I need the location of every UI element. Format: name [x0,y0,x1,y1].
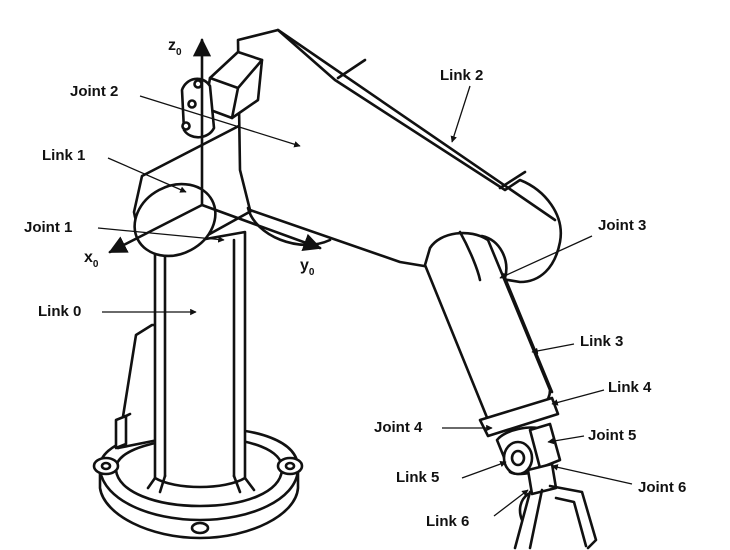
label-link-6: Link 6 [426,513,469,530]
link-2-arm [180,28,563,284]
label-joint-4: Joint 4 [374,419,423,436]
joint-5-leader [547,435,585,445]
x0-label: x0 [84,249,99,270]
label-joint-5: Joint 5 [588,427,636,444]
z0-label: z0 [168,37,182,58]
label-joint-6: Joint 6 [638,479,686,496]
wrist-assembly [495,422,562,476]
y0-axis [200,203,322,251]
link-6-leader [493,489,529,517]
label-link-1: Link 1 [42,147,85,164]
gripper [513,462,598,550]
x0-axis [108,203,204,254]
link-5-leader [461,460,507,479]
joint-2-leader [139,95,301,148]
label-joint-3: Joint 3 [598,217,646,234]
link-0-column [146,230,256,494]
y0-label: y0 [300,257,315,278]
link-1-leader [107,157,187,193]
link-4-leader [551,389,605,406]
link-2-leader [450,85,471,143]
label-link-4: Link 4 [608,379,652,396]
link-3-leader [531,343,575,355]
link-3-forearm [423,230,560,438]
joint-6-leader [551,464,633,485]
leader-lines [97,85,633,517]
base-frame-axes [108,38,322,254]
label-link-3: Link 3 [580,333,623,350]
joint-1-leader [97,227,225,243]
joint-3-leader [499,235,593,279]
label-link-5: Link 5 [396,469,439,486]
label-link-0: Link 0 [38,303,81,320]
label-joint-2: Joint 2 [70,83,118,100]
label-link-2: Link 2 [440,67,483,84]
label-joint-1: Joint 1 [24,219,72,236]
